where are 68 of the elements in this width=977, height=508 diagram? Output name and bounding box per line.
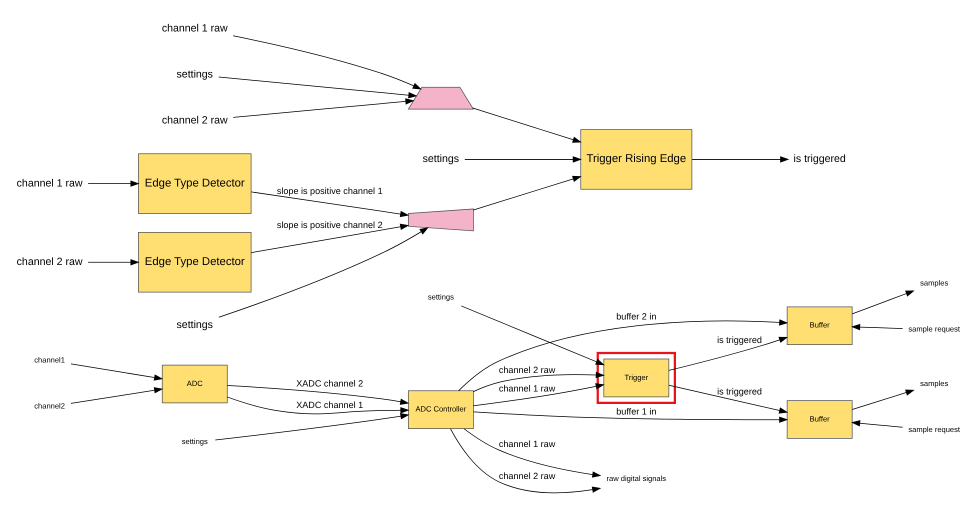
node-text: channel 2 raw [162,114,228,127]
edge-label: XADC channel 2 [296,378,364,389]
arrow [473,176,582,210]
node-box: Edge Type Detector [138,232,252,292]
arrow [227,385,410,405]
node-text: is triggered [794,153,846,166]
node-text: settings [182,437,208,446]
arrow [460,306,605,366]
arrow [70,387,164,404]
node-text: samples [920,378,948,388]
node-text: channel1 [34,355,65,364]
node-box: Trigger [603,358,670,398]
node-box: Buffer [786,400,853,439]
edge-label: channel 1 raw [498,439,556,450]
edge-label: is triggered [717,334,762,345]
node-text: sample request [908,324,960,334]
node-trapezoid [408,208,474,232]
node-text: settings [422,153,460,166]
edge-label: slope is positive channel 2 [276,220,383,230]
arrow [250,224,410,253]
arrow [218,76,418,98]
arrow [88,259,140,266]
node-text: channel2 [34,402,65,411]
edge-label: channel 1 raw [498,383,556,394]
arrow [464,428,602,478]
arrow [464,156,582,163]
node-text: settings [176,318,213,331]
arrow [692,156,790,163]
edge-label: channel 2 raw [498,470,556,481]
node-box: Trigger Rising Edge [580,129,692,190]
node-text: settings [428,292,454,302]
arrow [851,324,904,330]
edge-label: buffer 1 in [616,406,656,417]
arrow [70,364,164,381]
edge-label: is triggered [717,386,762,396]
arrow [232,98,414,118]
arrow [232,35,422,90]
arrow [458,319,788,392]
arrow [250,192,410,218]
arrow [88,180,140,187]
node-text: samples [920,278,948,288]
arrow [668,384,788,414]
node-text: channel 1 raw [16,177,83,190]
arrow [852,390,915,410]
node-text: channel 2 raw [16,256,83,268]
arrow [450,428,602,494]
node-text: settings [176,68,213,81]
arrow [227,396,410,414]
edge-label: XADC channel 1 [296,400,364,410]
arrow [473,383,605,406]
node-box: ADC Controller [408,390,474,429]
node-text: sample request [908,425,960,434]
edge-label: slope is positive channel 1 [276,186,383,196]
node-text: raw digital signals [606,474,666,484]
arrow [472,108,582,143]
arrow [473,372,605,392]
arrow [668,336,788,371]
node-box: Edge Type Detector [138,153,252,214]
arrow [218,227,429,318]
edge-label: channel 2 raw [498,365,556,376]
arrow [852,290,915,314]
node-box: ADC [162,364,228,404]
node-text: channel 1 raw [162,22,228,34]
arrow [473,411,788,423]
arrow [214,413,410,440]
arrow [851,420,904,428]
node-box: Buffer [786,306,853,346]
edge-label: buffer 2 in [616,311,656,322]
